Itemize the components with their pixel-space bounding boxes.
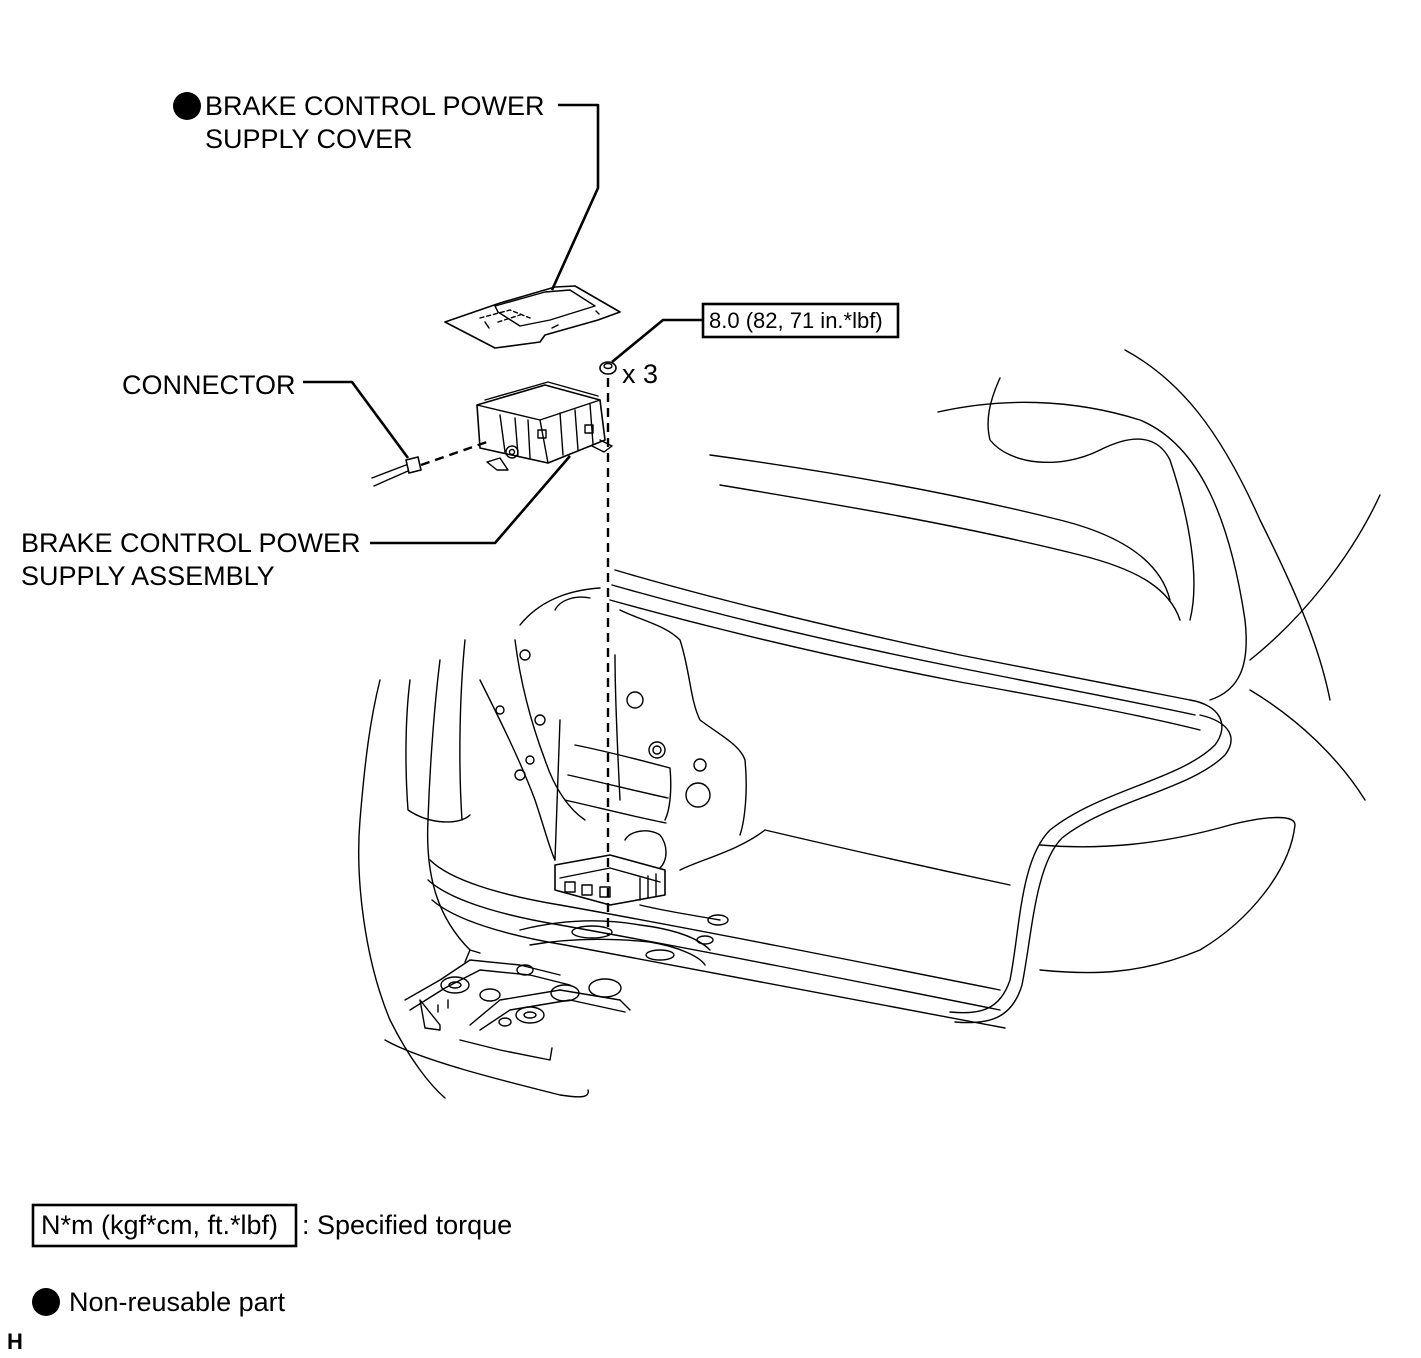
legend-torque-box — [31, 1203, 298, 1248]
vehicle-trunk-illustration — [358, 349, 1381, 1099]
assembly-label-line1: BRAKE CONTROL POWER — [21, 528, 361, 558]
cover-label-line1: BRAKE CONTROL POWER — [205, 91, 545, 121]
legend-torque-units: N*m (kgf*cm, ft.*lbf) — [41, 1210, 278, 1240]
nut-quantity-label: x 3 — [622, 359, 658, 389]
brake-control-power-supply-cover-part — [444, 285, 621, 349]
torque-value-label: 8.0 (82, 71 in.*lbf) — [709, 308, 883, 333]
legend-non-reusable-description: Non-reusable part — [69, 1287, 286, 1317]
non-reusable-mark-icon — [173, 92, 201, 120]
legend-non-reusable-icon — [32, 1288, 60, 1316]
assembly-label-line2: SUPPLY ASSEMBLY — [21, 561, 275, 591]
connector-install-path — [420, 440, 488, 467]
cover-label-line2: SUPPLY COVER — [205, 124, 413, 154]
leader-lines — [303, 103, 702, 545]
brake-control-power-supply-assembly-part — [371, 361, 617, 487]
torque-callout-box — [701, 302, 900, 339]
connector-label: CONNECTOR — [122, 370, 296, 400]
legend-torque-description: : Specified torque — [302, 1210, 512, 1240]
illustration-code: H — [7, 1329, 23, 1354]
